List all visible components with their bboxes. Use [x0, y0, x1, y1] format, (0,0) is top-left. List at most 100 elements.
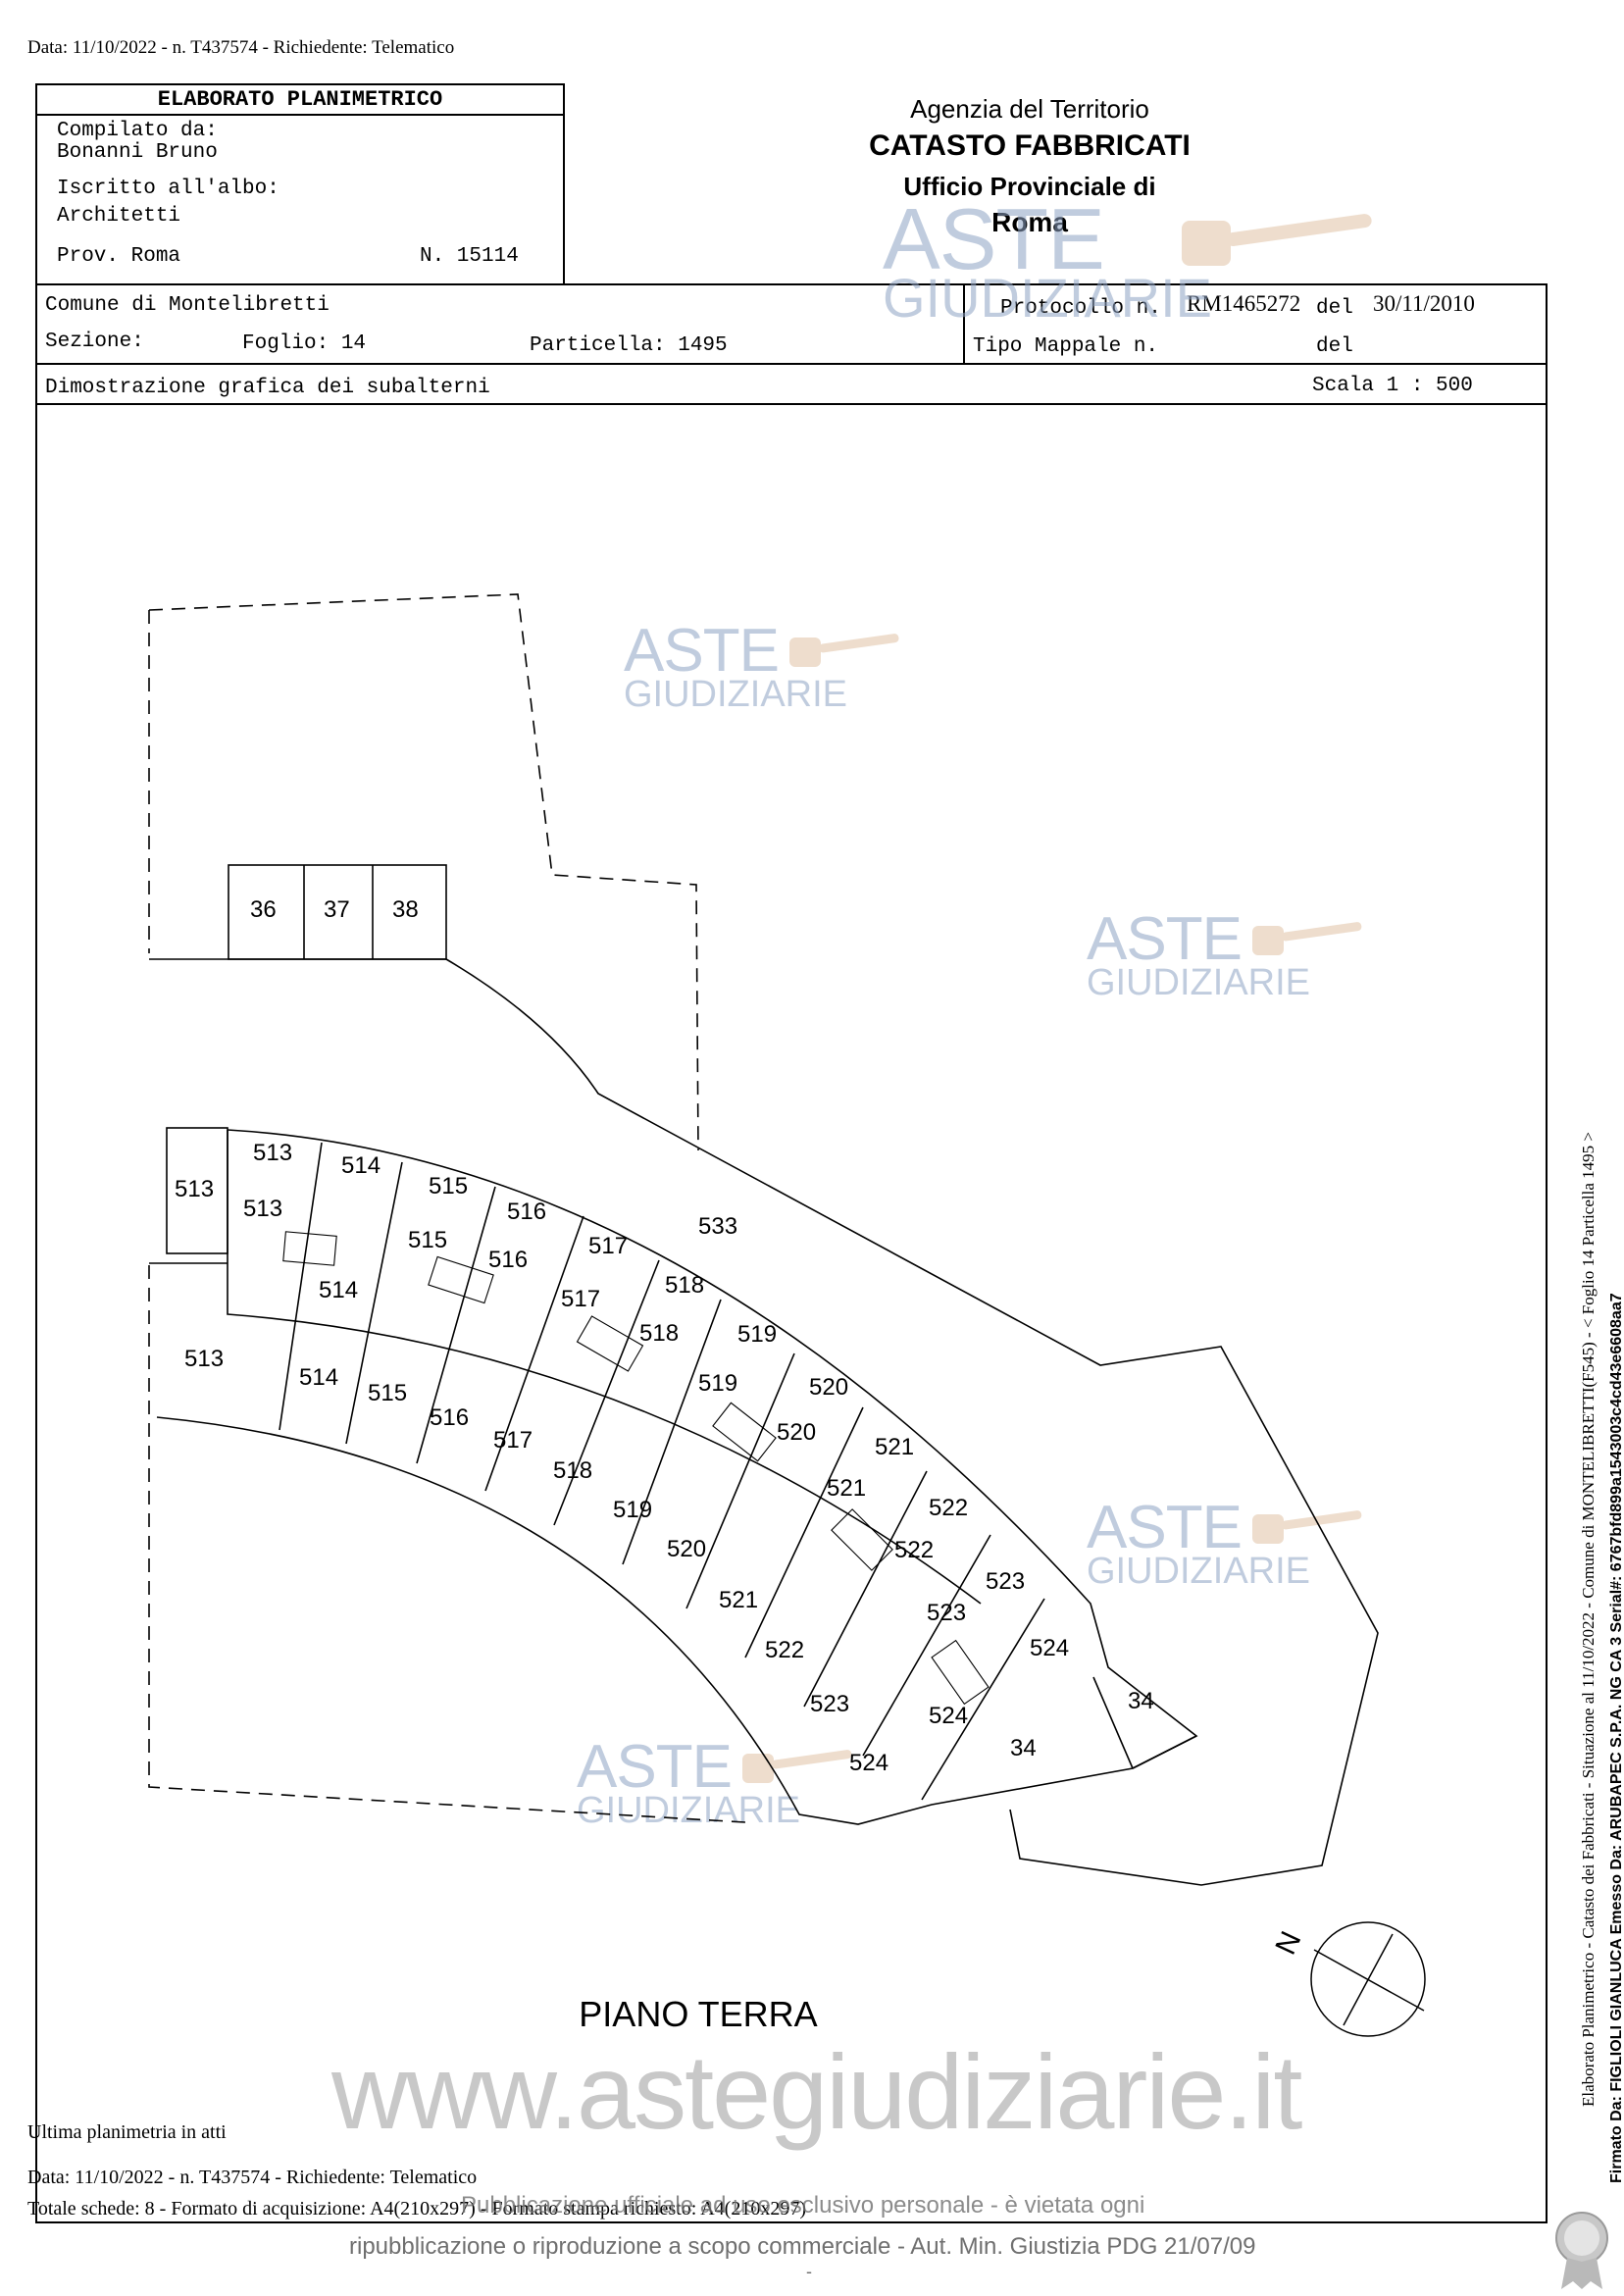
watermark-brand-top: ASTE: [1087, 905, 1243, 973]
scale-label: Scala 1 : 500: [1312, 375, 1473, 397]
footer-request-line: Data: 11/10/2022 - n. T437574 - Richiede…: [27, 2167, 478, 2188]
unit-label: 520: [777, 1419, 816, 1446]
top-request-line: Data: 11/10/2022 - n. T437574 - Richiede…: [27, 37, 455, 58]
north-label: N: [1269, 1926, 1307, 1960]
unit-label: 521: [827, 1475, 866, 1502]
office-city: Roma: [991, 207, 1068, 237]
watermark-brand-top: ASTE: [883, 190, 1105, 287]
unit-label: 520: [667, 1536, 706, 1562]
stair-hatches: [282, 1231, 990, 1706]
unit-label: 514: [341, 1152, 381, 1179]
unit-label: 515: [368, 1380, 407, 1406]
watermark-brand-bottom: GIUDIZIARIE: [577, 1790, 801, 1831]
watermark-header: ASTE GIUDIZIARIE: [883, 196, 1212, 326]
unit-label: 514: [299, 1364, 338, 1391]
unit-labels: 36 37 38 513 513 513 513 514 514 514 515…: [175, 896, 1154, 1776]
curved-building-inner: [227, 1130, 982, 1605]
unit-label: 519: [737, 1321, 777, 1348]
unit-label: 34: [1010, 1735, 1037, 1761]
watermark-brand-top: ASTE: [577, 1733, 733, 1801]
info-vertical-divider: [963, 283, 965, 364]
watermark-brand-bottom: GIUDIZIARIE: [883, 267, 1213, 329]
unit-label: 518: [553, 1457, 592, 1484]
north-arrow-icon: [1310, 1921, 1426, 2037]
tipo-mappale-del-label: del: [1316, 335, 1353, 358]
unit-label: 516: [507, 1199, 546, 1225]
publication-notice-1: Pubblicazione ufficiale ad uso esclusivo…: [461, 2192, 1145, 2219]
unit-label: 521: [719, 1587, 758, 1613]
particella-label: Particella: 1495: [530, 334, 728, 357]
unit-label: 519: [613, 1497, 652, 1523]
unit-label: 34: [1128, 1688, 1154, 1714]
unit-label: 514: [319, 1277, 358, 1303]
watermark-gavel-icon: [742, 214, 1372, 1783]
unit-label: 37: [324, 896, 350, 923]
unit-label: 518: [665, 1272, 704, 1299]
unit-label: 522: [765, 1637, 804, 1663]
last-plan-note: Ultima planimetria in atti: [27, 2121, 227, 2143]
unit-label: 515: [429, 1173, 468, 1199]
iscritto-value: Architetti: [57, 205, 181, 228]
iscritto-label: Iscritto all'albo:: [57, 178, 279, 200]
protocollo-value: RM1465272: [1187, 291, 1301, 316]
title-divider: [35, 114, 565, 116]
curved-building-outline: [156, 1129, 1198, 1825]
register-number: N. 15114: [420, 245, 519, 268]
unit-label: 523: [810, 1691, 849, 1717]
protocollo-label: Protocollo n.: [1000, 297, 1161, 320]
site-watermark: www.astegiudiziarie.it: [331, 2032, 1302, 2151]
watermark-plan-3: ASTE GIUDIZIARIE: [1087, 1494, 1311, 1592]
foglio-label: Foglio: 14: [242, 332, 367, 355]
watermark-plan-2: ASTE GIUDIZIARIE: [1087, 905, 1311, 1003]
seal-badge-icon: [1555, 2212, 1608, 2289]
unit-label: 524: [1030, 1635, 1069, 1661]
catasto-title: CATASTO FABBRICATI: [869, 129, 1191, 162]
unit-label: 523: [927, 1600, 966, 1626]
unit-label: 522: [929, 1495, 968, 1521]
comune-label: Comune di Montelibretti: [45, 294, 330, 317]
agency-name: Agenzia del Territorio: [910, 94, 1149, 124]
unit-label: 517: [493, 1427, 533, 1454]
side-caption: Elaborato Planimetrico - Catasto dei Fab…: [1579, 1132, 1598, 2107]
unit-label: 513: [175, 1176, 214, 1202]
dimostrazione-label: Dimostrazione grafica dei subalterni: [45, 377, 490, 399]
unit-label: 517: [588, 1233, 628, 1259]
boundary-top-dashed: [148, 593, 699, 1151]
unit-label: 516: [488, 1247, 528, 1273]
document-title: ELABORATO PLANIMETRICO: [157, 87, 443, 112]
footer-totals-line: Totale schede: 8 - Formato di acquisizio…: [27, 2198, 806, 2219]
unit-label: 513: [253, 1140, 292, 1166]
unit-label: 524: [929, 1703, 968, 1729]
unit-label: 516: [430, 1404, 469, 1431]
watermark-brand-top: ASTE: [624, 617, 780, 685]
unit-label: 520: [809, 1374, 848, 1401]
office-label: Ufficio Provinciale di: [903, 172, 1156, 201]
compilato-label: Compilato da:: [57, 120, 218, 142]
watermark-brand-top: ASTE: [1087, 1494, 1243, 1561]
footer-dash: -: [806, 2262, 812, 2281]
province-label: Prov. Roma: [57, 245, 181, 268]
unit-label: 523: [986, 1568, 1025, 1595]
watermark-plan-4: ASTE GIUDIZIARIE: [577, 1733, 801, 1831]
protocollo-date: 30/11/2010: [1373, 291, 1475, 316]
unit-label: 513: [184, 1346, 224, 1372]
unit-label: 521: [875, 1434, 914, 1460]
watermark-brand-bottom: GIUDIZIARIE: [624, 674, 848, 715]
unit-label: 518: [639, 1320, 679, 1347]
watermark-brand-bottom: GIUDIZIARIE: [1087, 1551, 1311, 1592]
sezione-label: Sezione:: [45, 331, 144, 353]
unit-label: 522: [894, 1537, 934, 1563]
protocollo-del-label: del: [1316, 297, 1353, 320]
drawing-frame: [35, 403, 1548, 2223]
tipo-mappale-label: Tipo Mappale n.: [973, 335, 1159, 358]
floor-label: PIANO TERRA: [579, 1994, 817, 2034]
publication-notice-2: ripubblicazione o riproduzione a scopo c…: [349, 2233, 1256, 2260]
unit-label: 38: [392, 896, 419, 923]
unit-label: 513: [243, 1196, 282, 1222]
unit-label: 519: [698, 1370, 737, 1397]
courtyard-outline: [149, 958, 1379, 1886]
compilato-name: Bonanni Bruno: [57, 141, 218, 164]
unit-label: 517: [561, 1286, 600, 1312]
watermark-brand-bottom: GIUDIZIARIE: [1087, 962, 1311, 1003]
side-signature: Firmato Da: FIGLIOLI GIANLUCA Emesso Da:…: [1608, 1293, 1624, 2183]
